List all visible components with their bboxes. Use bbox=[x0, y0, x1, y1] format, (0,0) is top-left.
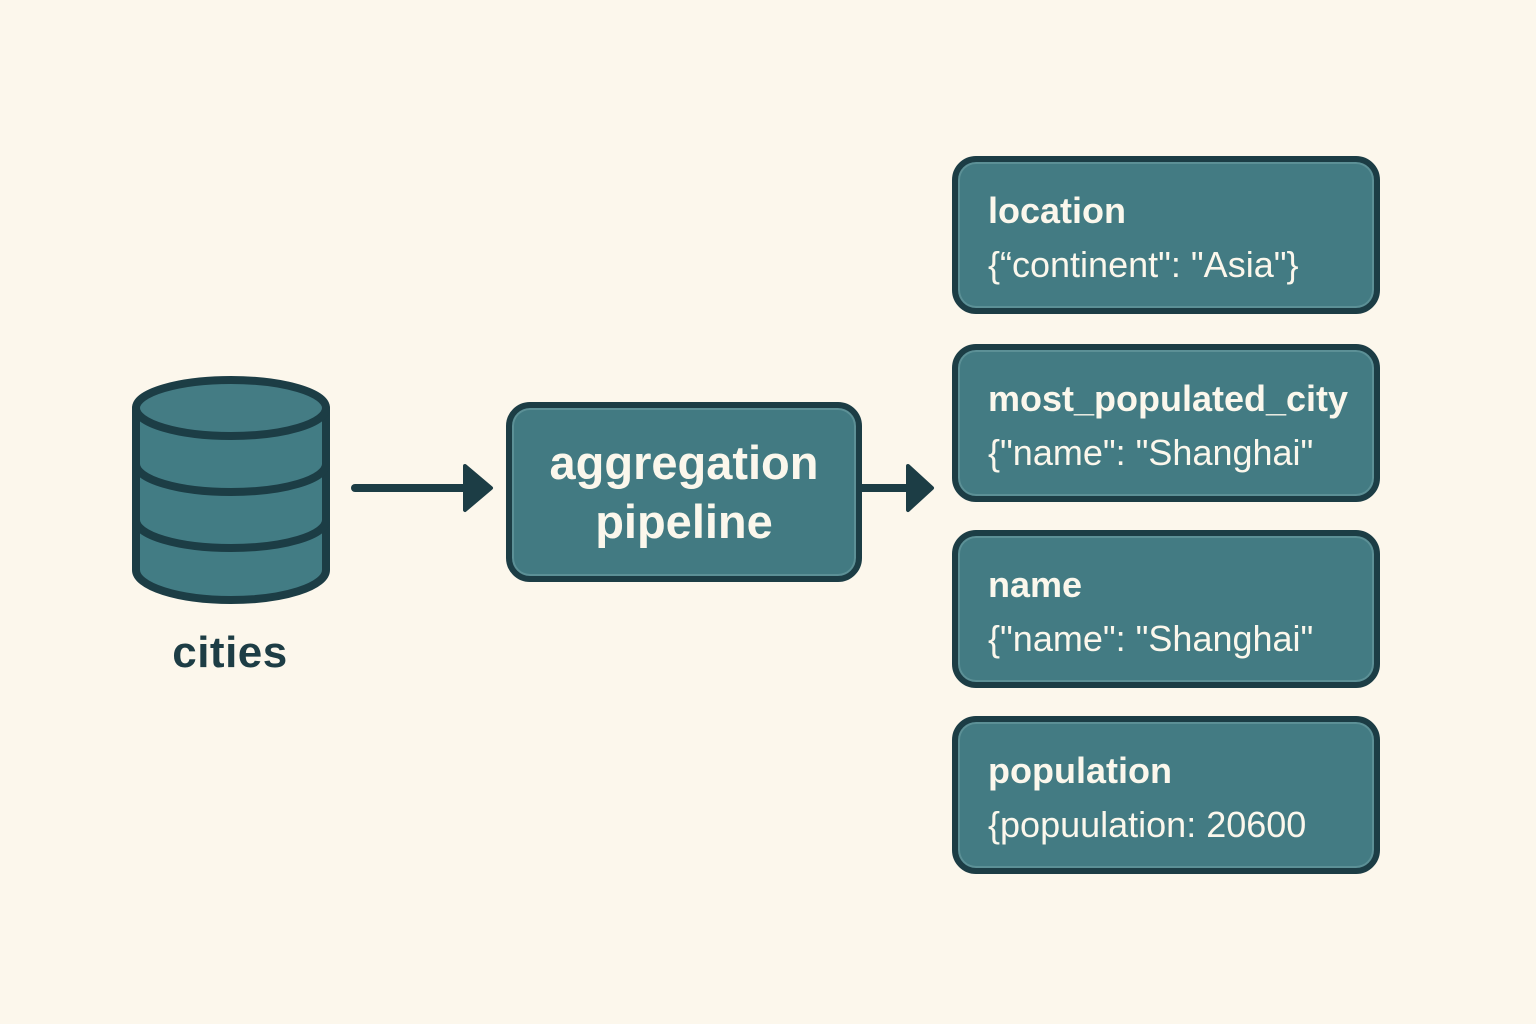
aggregation-pipeline-node: aggregation pipeline bbox=[506, 402, 862, 582]
output-card-location: location {“continent": "Asia"} bbox=[952, 156, 1380, 314]
database-top bbox=[132, 376, 330, 440]
database-divider-2 bbox=[132, 519, 330, 552]
output-card-title: name bbox=[988, 564, 1083, 605]
output-card-value: {"name": "Shanghai" bbox=[988, 432, 1314, 473]
output-card-title: most_populated_city bbox=[988, 378, 1349, 419]
output-card-most-populated-city: most_populated_city {"name": "Shanghai" bbox=[952, 344, 1380, 502]
pipeline-label-line1: aggregation bbox=[549, 436, 819, 489]
output-card-value: {“continent": "Asia"} bbox=[988, 244, 1299, 285]
output-card-title: location bbox=[988, 190, 1127, 231]
database-label: cities bbox=[172, 628, 288, 677]
output-card-value: {"name": "Shanghai" bbox=[988, 618, 1314, 659]
arrow-to-outputs bbox=[858, 464, 934, 512]
database-divider-1 bbox=[132, 463, 330, 496]
arrow-head-icon bbox=[463, 464, 493, 512]
database-body bbox=[132, 404, 330, 604]
arrow-head-icon bbox=[906, 464, 934, 512]
pipeline-label-line2: pipeline bbox=[595, 495, 773, 548]
output-card-name: name {"name": "Shanghai" bbox=[952, 530, 1380, 688]
arrow-to-pipeline bbox=[351, 464, 493, 512]
output-card-population: population {popuulation: 20600 bbox=[952, 716, 1380, 874]
output-card-value: {popuulation: 20600 bbox=[988, 804, 1307, 845]
output-card-title: population bbox=[988, 750, 1172, 791]
database-icon bbox=[132, 376, 330, 604]
